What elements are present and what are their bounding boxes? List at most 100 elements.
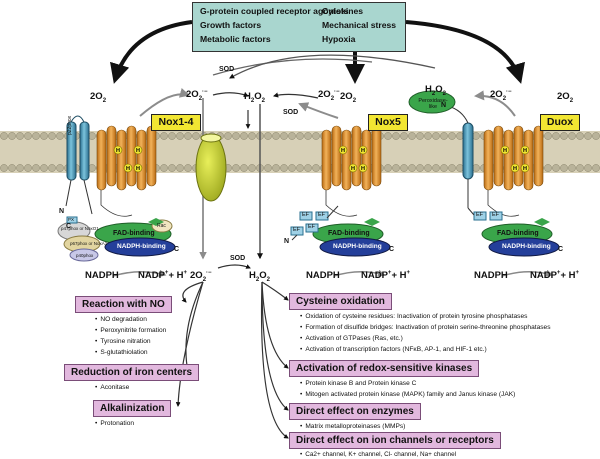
fad-binding-label-nox14: FAD-binding: [113, 230, 155, 237]
effect-redox-kinases: Activation of redox-sensitive kinases: [289, 360, 480, 377]
peroxidase-like-domain: [408, 90, 456, 114]
nox5-ef-hands: [290, 205, 339, 241]
p22phox-label: p22phox: [67, 115, 73, 135]
p47phox-label: p47phox or NoxO1: [61, 226, 99, 231]
stimulus-metabolic-factors: Metabolic factors: [200, 34, 271, 44]
svg-text:H: H: [361, 166, 365, 172]
svg-text:H: H: [361, 148, 365, 154]
p22phox-subunit: [65, 115, 93, 215]
o2-to-superoxide-arrow-duox: [474, 90, 516, 117]
enzyme-label-nox14: Nox1-4: [151, 114, 201, 131]
fad-connectors: [148, 218, 550, 226]
svg-text:H: H: [523, 166, 527, 172]
effect-item: Ca2+ channel, K+ channel, Cl- channel, N…: [300, 451, 456, 458]
stimulus-growth-factors: Growth factors: [200, 20, 262, 30]
sod-label-bottom: SOD: [230, 255, 246, 262]
svg-text:H: H: [523, 148, 527, 154]
c-terminus-duox: C: [558, 246, 564, 253]
nadph-arrow-nox5: [333, 269, 386, 277]
arrow-to-alkalinization: [175, 281, 204, 407]
p67phox-label: p67phox or NoxA1: [70, 241, 108, 246]
svg-text:H: H: [136, 166, 140, 172]
effect-item: Formation of disulfide bridges: Inactiva…: [300, 324, 550, 331]
stimulus-gpcr: G-protein coupled receptor agonists: [200, 6, 349, 16]
arrow-to-iron-reduction: [184, 281, 204, 373]
stimulus-arrow-duox: [405, 20, 525, 84]
sod-label-top: SOD: [219, 66, 235, 73]
h2o2-label-top: H2O2: [244, 91, 265, 104]
effect-reduction-iron-centers: Reduction of iron centers: [64, 364, 200, 381]
stimulus-mechanical-stress: Mechanical stress: [322, 20, 397, 30]
effect-item: Activation of GTPases (Ras, etc.): [300, 335, 402, 342]
sod-arrow-left: [212, 92, 249, 97]
svg-text:H: H: [116, 148, 120, 154]
o2-to-superoxide-arrow-nox5: [298, 102, 339, 119]
arrow-to-enzymes: [261, 281, 289, 411]
nox5-cytosolic-domains: [312, 223, 391, 257]
ef-label-duox-1: EF: [476, 212, 484, 218]
c-terminus-nox5: C: [389, 246, 395, 253]
ef-label-2: EF: [318, 212, 326, 218]
arrow-to-reaction-no: [181, 281, 204, 303]
nox14-cytosolic-domains: [94, 222, 176, 257]
effect-item: Protein kinase B and Protein kinase C: [300, 380, 416, 387]
h2o2-label-duox: H2O2: [425, 84, 446, 97]
n-terminus-duox: N: [441, 102, 447, 109]
svg-text:H: H: [503, 148, 507, 154]
o2-label-duox: 2O2: [557, 91, 574, 104]
nadph-binding-label-duox: NADPH-binding: [502, 243, 551, 250]
sod-arrow-right: [272, 92, 319, 99]
effect-item: Activation of transcription factors (NFκ…: [300, 346, 486, 353]
peroxidase-like-label: Peroxidase-like: [418, 98, 448, 110]
c-terminus-nox14: C: [174, 246, 180, 253]
nadph-binding-label-nox5: NADPH-binding: [333, 243, 382, 250]
enzyme-label-duox: Duox: [540, 114, 580, 131]
nadph-label-duox: NADPH: [474, 270, 508, 281]
nadph-binding-label-nox14: NADPH-binding: [117, 243, 166, 250]
o2-label-nox14: 2O2: [90, 91, 107, 104]
effect-item: Matrix metalloproteinases (MMPs): [300, 423, 405, 430]
effect-item: S-glutathiolation: [95, 349, 147, 356]
nadph-arrow-duox: [501, 269, 554, 277]
effect-cysteine-oxidation: Cysteine oxidation: [289, 293, 392, 310]
arrow-to-kinases: [261, 281, 289, 369]
enzyme-label-nox5: Nox5: [368, 114, 408, 131]
nadp-label-nox14: NADP++ H+: [138, 270, 188, 282]
ion-channel: [195, 134, 227, 202]
h2o2-diffusion-arc: [212, 58, 373, 76]
superoxide-label-top-nox5: 2O2·−: [318, 89, 340, 103]
superoxide-label-top-left: 2O2·−: [186, 89, 208, 103]
ef-label-4: EF: [293, 227, 301, 233]
nadp-label-duox: NADP++ H+: [530, 270, 580, 282]
effect-item: Protonation: [95, 420, 134, 427]
h2o2-label-bottom: H2O2: [249, 270, 270, 283]
superoxide-label-top-duox: 2O2·−: [490, 89, 512, 103]
svg-text:H: H: [351, 166, 355, 172]
effect-item: Peroxynitrite formation: [95, 327, 166, 334]
nox14-cytosolic-subunits: [57, 216, 173, 262]
nadp-label-nox5: NADP++ H+: [361, 270, 411, 282]
effect-item: Mitogen activated protein kinase (MAPK) …: [300, 391, 515, 398]
ef-label-duox-2: EF: [492, 212, 500, 218]
effect-item: Oxidation of cysteine residues: Inactiva…: [300, 313, 527, 320]
arrow-to-channels: [260, 281, 289, 439]
arrow-to-cysteine: [261, 281, 289, 301]
sod-label-middle: SOD: [283, 109, 299, 116]
effect-reaction-with-no: Reaction with NO: [75, 296, 172, 313]
duox-h2o2-arrow: [229, 54, 436, 79]
nadph-label-nox14: NADPH: [85, 270, 119, 281]
stimulus-cytokines: Cytokines: [322, 6, 364, 16]
effect-item: Aconitase: [95, 384, 129, 391]
fad-binding-label-nox5: FAD-binding: [328, 230, 370, 237]
o2-to-superoxide-arrow-nox14: [139, 88, 190, 117]
svg-text:H: H: [136, 148, 140, 154]
stimulus-box: [192, 2, 406, 52]
sod-arrow-bottom: [217, 264, 251, 269]
n-terminus-p22: N: [59, 208, 65, 215]
duox-extra-helix: [447, 105, 474, 208]
